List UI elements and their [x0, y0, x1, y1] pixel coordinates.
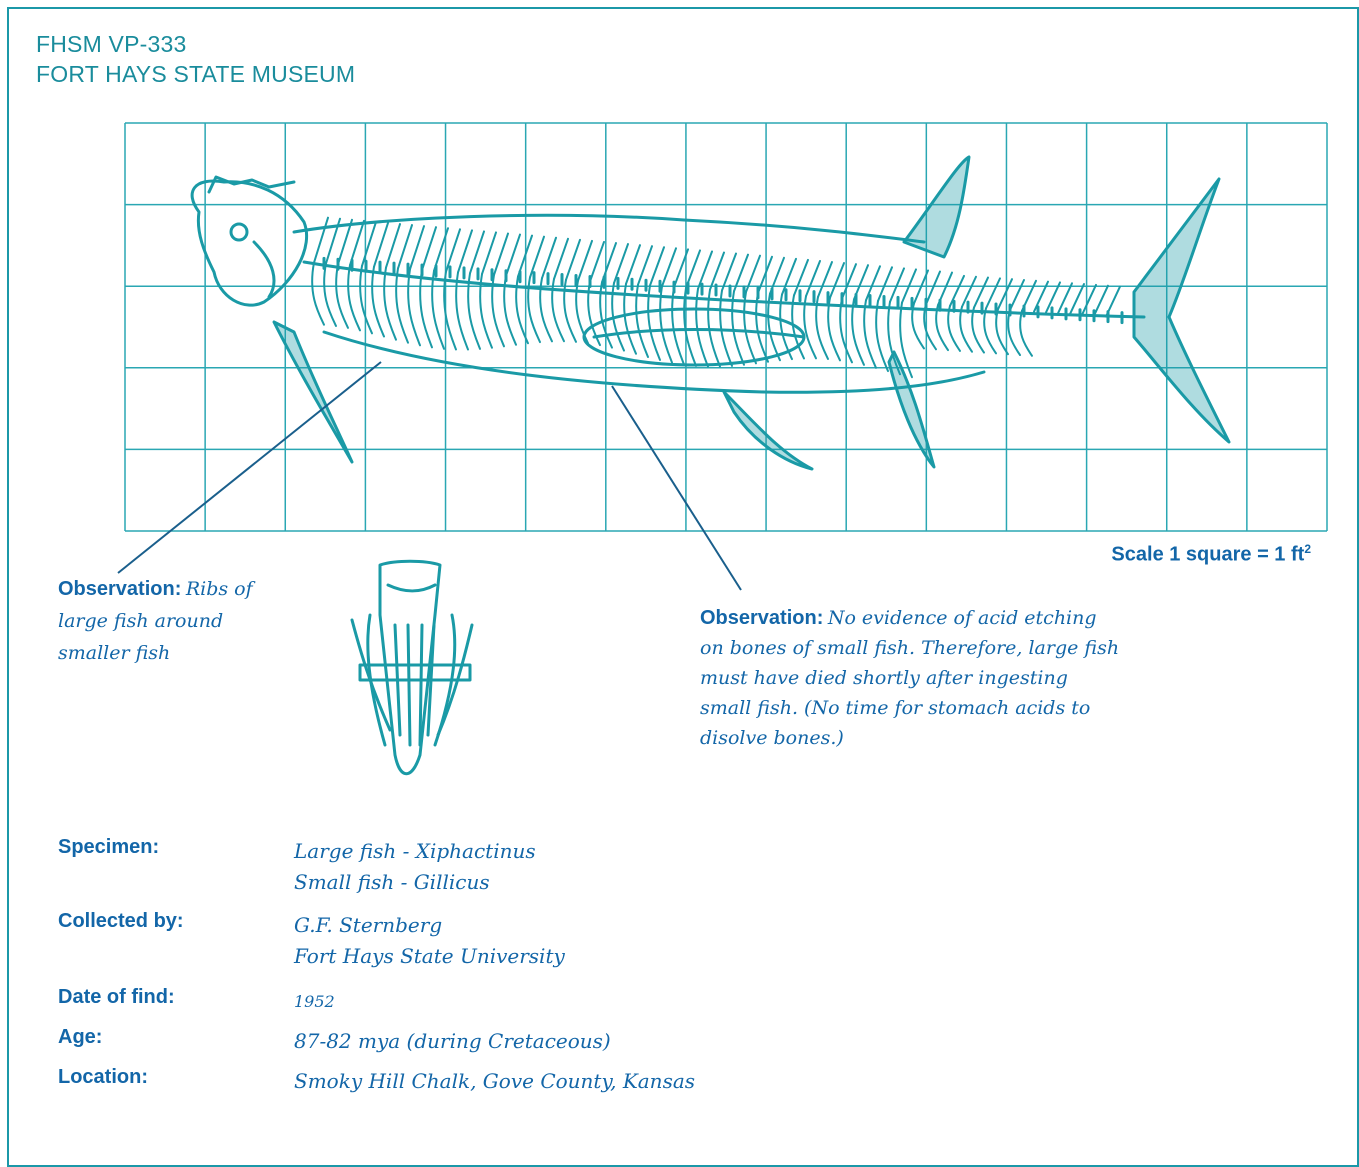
rib-stroke [590, 242, 604, 281]
specimen-label: Specimen: [58, 836, 278, 859]
scale-superscript: 2 [1304, 542, 1311, 556]
rib-stroke [482, 232, 496, 274]
rib-stroke [506, 235, 520, 276]
rib-stroke [530, 237, 544, 278]
rib-stroke [662, 248, 676, 286]
rib-stroke [384, 268, 396, 340]
specimen-line-2: Small fish - Gillicus [294, 867, 994, 898]
scale-text: Scale 1 square = 1 ft [1111, 544, 1304, 566]
rib-stroke [960, 307, 972, 352]
rib-stroke [312, 263, 324, 325]
gillicus-detail-illustration [340, 555, 490, 785]
rib-stroke [578, 241, 592, 281]
location-label: Location: [58, 1066, 278, 1089]
rib-stroke [348, 265, 360, 330]
xiphactinus-fossil-illustration [192, 157, 1229, 469]
rib-stroke [1106, 287, 1120, 317]
date-label: Date of find: [58, 986, 278, 1009]
specimen-line-1: Large fish - Xiphactinus [294, 836, 994, 867]
age-label: Age: [58, 1026, 278, 1049]
rib-stroke [864, 300, 876, 368]
rib-stroke [314, 218, 328, 263]
collected-line-1: G.F. Sternberg [294, 910, 994, 941]
rib-stroke [456, 272, 468, 349]
observation-2-label: Observation: [700, 607, 823, 629]
rib-stroke [386, 224, 400, 268]
museum-name: FORT HAYS STATE MUSEUM [36, 61, 355, 88]
rib-stroke [626, 245, 640, 284]
collected-label: Collected by: [58, 910, 278, 933]
location-text: Smoky Hill Chalk, Gove County, Kansas [294, 1066, 994, 1097]
rib-stroke [458, 230, 472, 272]
specimen-value: Large fish - Xiphactinus Small fish - Gi… [294, 836, 994, 898]
rib-stroke [1008, 310, 1020, 355]
rib-stroke [602, 243, 616, 282]
rib-stroke [422, 227, 436, 270]
age-text: 87-82 mya (during Cretaceous) [294, 1026, 994, 1057]
rib-stroke [446, 229, 460, 271]
rib-stroke [984, 308, 996, 353]
observation-1: Observation: Ribs of large fish around s… [58, 574, 288, 670]
rib-stroke [410, 226, 424, 269]
rib-stroke [638, 246, 652, 285]
date-value: 1952 [294, 986, 994, 1017]
rib-stroke [1010, 280, 1024, 310]
rib-stroke [1094, 286, 1108, 316]
rib-stroke [852, 299, 864, 364]
fossil-grid [124, 122, 1328, 532]
rib-stroke [950, 276, 964, 306]
rib-stroke [420, 270, 432, 347]
rib-stroke [698, 251, 712, 288]
observation-2: Observation: No evidence of acid etching… [700, 604, 1120, 754]
location-value: Smoky Hill Chalk, Gove County, Kansas [294, 1066, 994, 1097]
date-text: 1952 [294, 986, 994, 1017]
rib-stroke [1022, 281, 1036, 311]
age-value: 87-82 mya (during Cretaceous) [294, 1026, 994, 1057]
rib-stroke [926, 272, 940, 305]
rib-stroke [1020, 311, 1032, 356]
rib-stroke [842, 264, 856, 298]
collected-line-2: Fort Hays State University [294, 941, 994, 972]
rib-stroke [876, 301, 888, 371]
rib-stroke [494, 234, 508, 275]
rib-stroke [432, 271, 444, 349]
rib-stroke [324, 263, 336, 325]
rib-stroke [374, 223, 388, 267]
rib-stroke [854, 265, 868, 299]
rib-stroke [828, 298, 840, 361]
rib-stroke [866, 266, 880, 300]
scale-label: Scale 1 square = 1 ft2 [1111, 542, 1311, 567]
rib-stroke [686, 250, 700, 288]
rib-stroke [408, 269, 420, 345]
observation-1-label: Observation: [58, 578, 181, 600]
rib-stroke [542, 238, 556, 278]
rib-stroke [650, 247, 664, 285]
rib-stroke [936, 305, 948, 350]
rib-stroke [362, 222, 376, 266]
rib-stroke [566, 240, 580, 280]
rib-stroke [614, 244, 628, 283]
rib-stroke [818, 262, 832, 297]
rib-stroke [1070, 284, 1084, 314]
rib-stroke [398, 225, 412, 268]
rib-stroke [938, 273, 952, 306]
rib-stroke [396, 268, 408, 342]
rib-stroke [758, 257, 772, 293]
rib-stroke [986, 278, 1000, 308]
rib-stroke [350, 221, 364, 265]
catalog-number: FHSM VP-333 [36, 31, 186, 58]
rib-stroke [554, 239, 568, 279]
rib-stroke [470, 231, 484, 273]
rib-stroke [770, 258, 784, 294]
collected-value: G.F. Sternberg Fort Hays State Universit… [294, 910, 994, 972]
rib-stroke [372, 267, 384, 337]
rib-stroke [782, 259, 796, 295]
rib-stroke [336, 264, 348, 328]
